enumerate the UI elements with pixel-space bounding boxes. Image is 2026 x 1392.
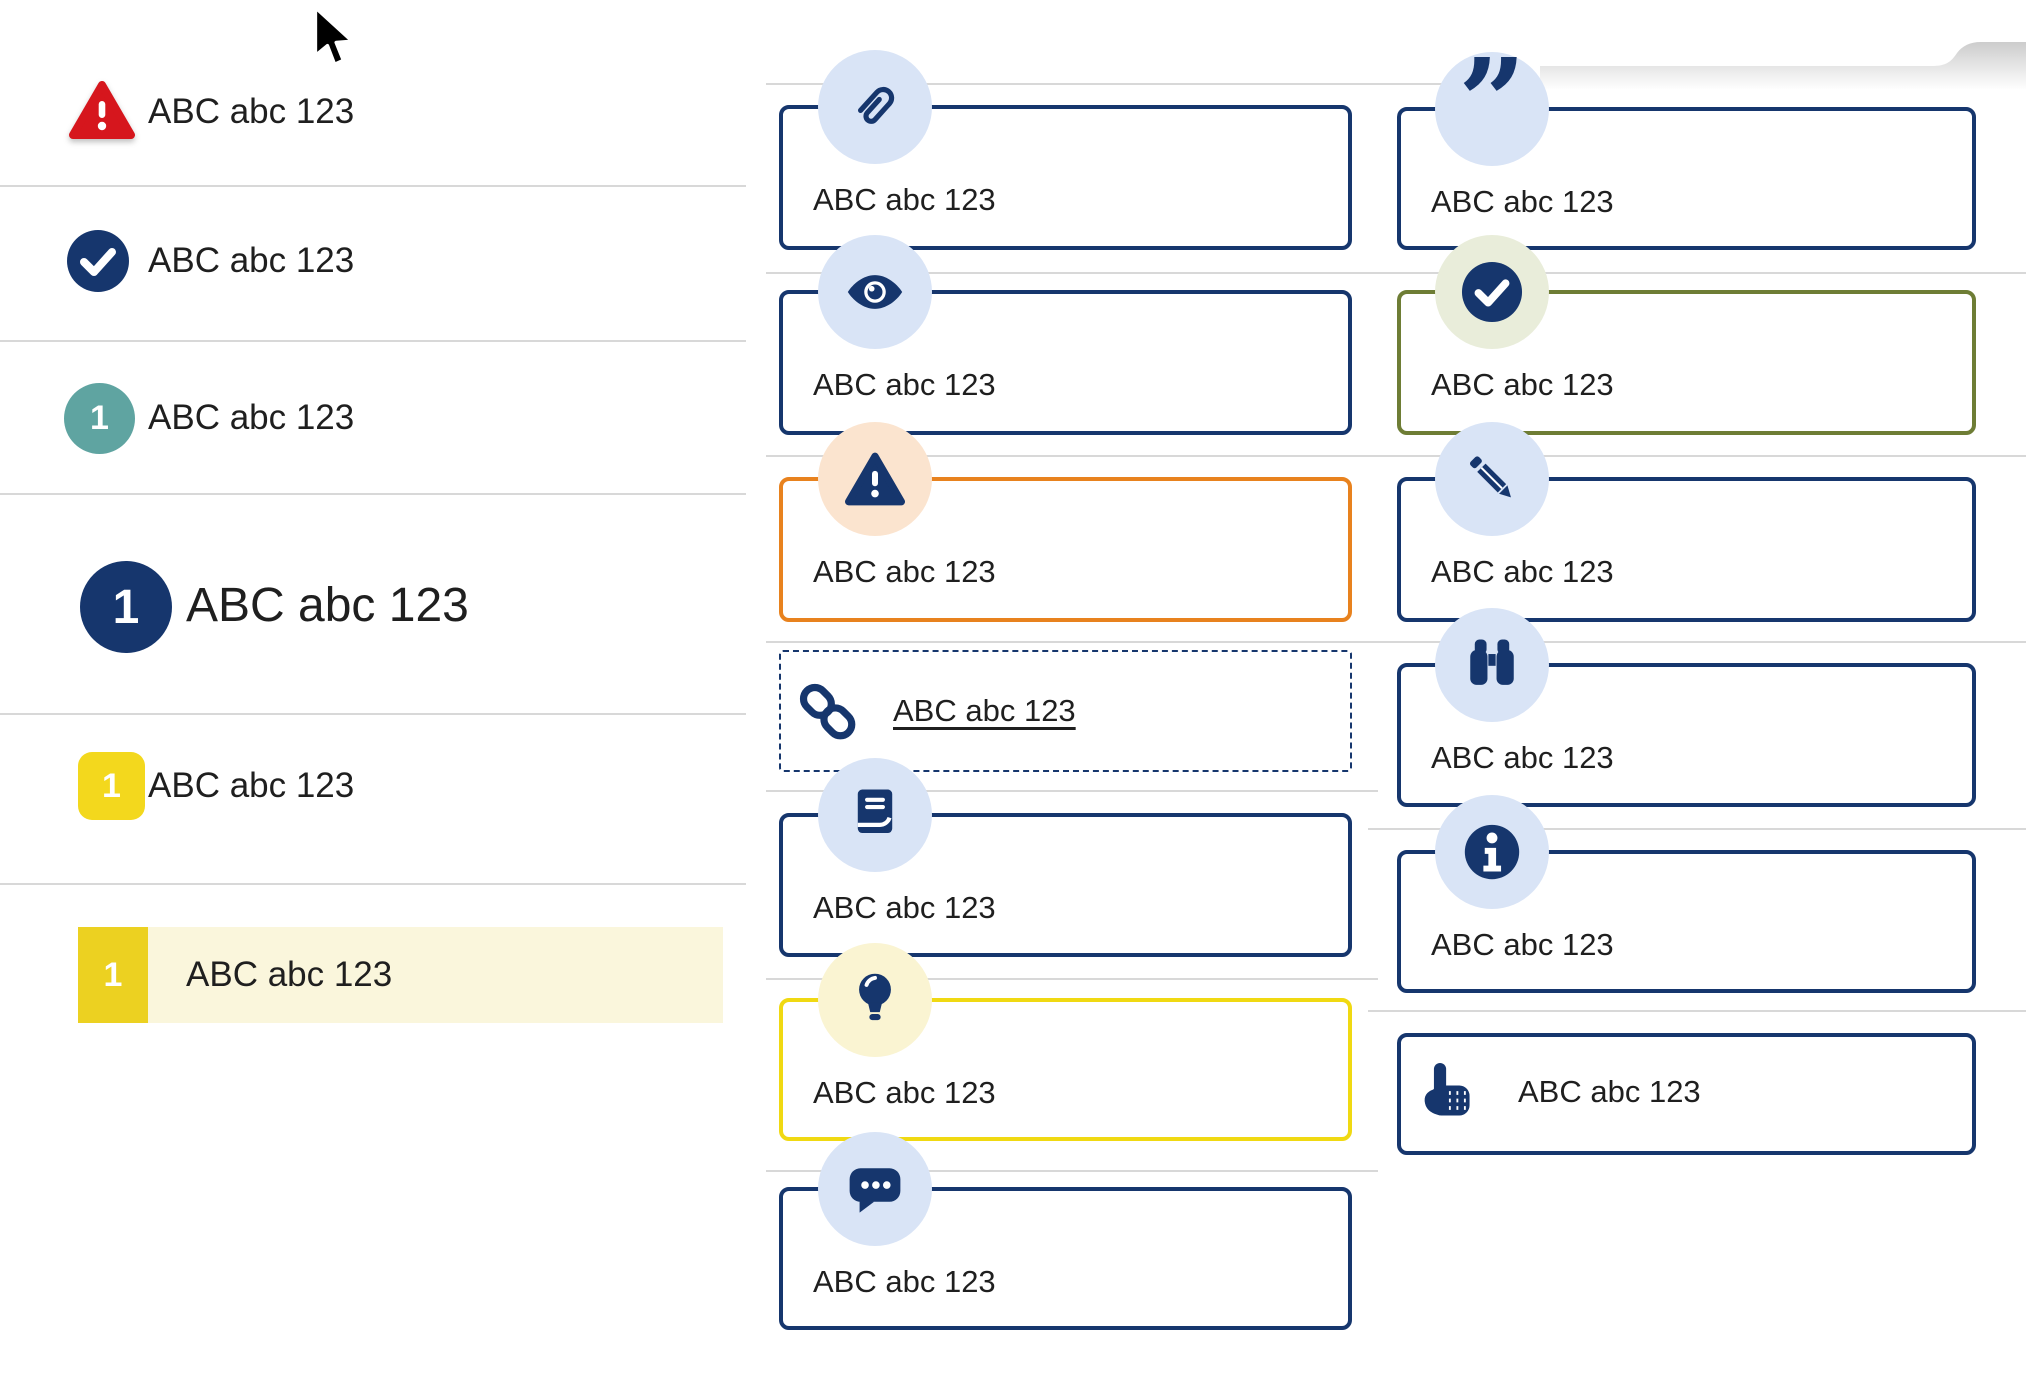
eye-icon (818, 235, 932, 349)
divider (766, 1170, 1378, 1172)
callout-label: ABC abc 123 (1518, 1074, 1701, 1109)
callout-label: ABC abc 123 (1431, 184, 1614, 219)
divider (0, 340, 746, 342)
partial-card-top-edge (1540, 42, 2026, 90)
list-item-label: ABC abc 123 (148, 241, 355, 280)
book-icon (818, 758, 932, 872)
number-badge: 1 (78, 927, 148, 1023)
hand-point-up-icon (1424, 1063, 1470, 1116)
callout-label: ABC abc 123 (813, 890, 996, 925)
callout-label: ABC abc 123 (1431, 367, 1614, 402)
list-item-label: ABC abc 123 (186, 955, 393, 994)
check-circle-icon (67, 230, 129, 292)
chat-icon (818, 1132, 932, 1246)
list-item-label: ABC abc 123 (148, 766, 355, 805)
callout-link[interactable] (779, 650, 1352, 772)
callout-label: ABC abc 123 (1431, 554, 1614, 589)
pencil-icon (1435, 422, 1549, 536)
info-icon (1435, 795, 1549, 909)
warning-triangle-icon (818, 422, 932, 536)
row-highlight (148, 927, 723, 1023)
number-badge: 1 (64, 383, 135, 454)
divider (1368, 828, 2026, 830)
list-item-label: ABC abc 123 (186, 579, 469, 632)
mouse-cursor (313, 6, 354, 67)
number-badge: 1 (80, 561, 172, 653)
callout-label: ABC abc 123 (813, 182, 996, 217)
list-item-label: ABC abc 123 (148, 92, 355, 131)
check-circle-icon (1435, 235, 1549, 349)
callout-action (1397, 1033, 1976, 1155)
callout-label: ABC abc 123 (813, 1075, 996, 1110)
divider (0, 883, 746, 885)
quote-icon: ” (1435, 42, 1549, 166)
callout-tip (779, 998, 1352, 1141)
divider (0, 713, 746, 715)
divider (766, 790, 1378, 792)
divider (766, 83, 2026, 85)
paperclip-icon (818, 50, 932, 164)
divider (766, 641, 2026, 643)
divider (1368, 1010, 2026, 1012)
number-badge: 1 (78, 752, 145, 820)
divider (766, 455, 2026, 457)
divider (766, 272, 2026, 274)
callout-label: ABC abc 123 (813, 367, 996, 402)
callout-link-label[interactable]: ABC abc 123 (893, 693, 1076, 728)
callout-label: ABC abc 123 (1431, 740, 1614, 775)
link-icon (799, 683, 856, 740)
callout-success (1397, 290, 1976, 435)
divider (0, 185, 746, 187)
lightbulb-icon (818, 943, 932, 1057)
divider (766, 978, 1378, 980)
binoculars-icon (1435, 608, 1549, 722)
callout-visibility (779, 290, 1352, 435)
callout-label: ABC abc 123 (813, 1264, 996, 1299)
list-item-label: ABC abc 123 (148, 398, 355, 437)
warning-triangle-icon (69, 81, 135, 139)
divider (0, 493, 746, 495)
callout-label: ABC abc 123 (1431, 927, 1614, 962)
callout-label: ABC abc 123 (813, 554, 996, 589)
